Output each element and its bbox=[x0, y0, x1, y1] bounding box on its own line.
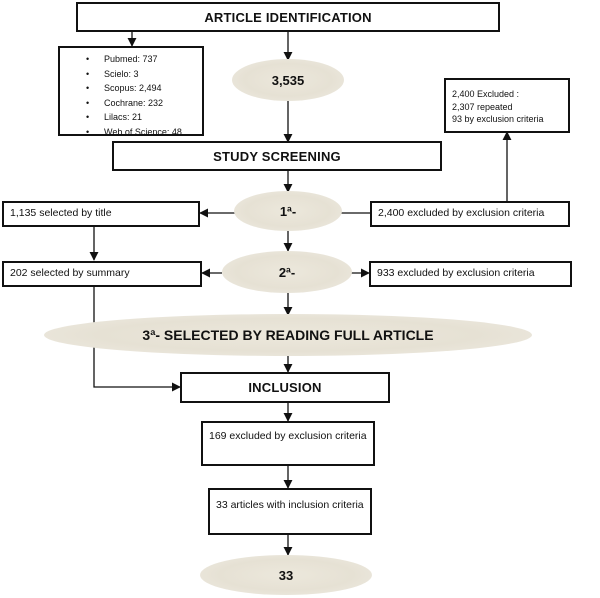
stage2-label: 2ª- bbox=[278, 264, 296, 280]
stage2-oval: 2ª- bbox=[222, 251, 352, 293]
excluded-stage2-label: 933 excluded by exclusion criteria bbox=[377, 267, 535, 279]
excluded-inclusion-box: 169 excluded by exclusion criteria bbox=[201, 421, 375, 466]
study-screening-label: STUDY SCREENING bbox=[213, 148, 341, 164]
inclusion-label: INCLUSION bbox=[248, 380, 322, 395]
included-articles-label: 33 articles with inclusion criteria bbox=[216, 499, 364, 511]
final-label: 33 bbox=[278, 567, 294, 583]
excluded-summary-box: 2,400 Excluded : 2,307 repeated 93 by ex… bbox=[444, 78, 570, 133]
sources-box: Pubmed: 737 Scielo: 3 Scopus: 2,494 Coch… bbox=[58, 46, 204, 137]
excluded-summary-line: 2,307 repeated bbox=[452, 101, 513, 112]
excluded-stage1-box: 2,400 excluded by exclusion criteria bbox=[370, 201, 570, 227]
stage1-oval: 1ª- bbox=[234, 191, 342, 231]
sources-list: Pubmed: 737 Scielo: 3 Scopus: 2,494 Coch… bbox=[82, 52, 196, 140]
arrow-summary-to-inclusion bbox=[93, 285, 181, 392]
article-identification-box: ARTICLE IDENTIFICATION bbox=[76, 2, 500, 32]
excluded-stage2-box: 933 excluded by exclusion criteria bbox=[369, 261, 572, 287]
article-identification-label: ARTICLE IDENTIFICATION bbox=[204, 9, 372, 25]
source-item: Web of Science: 48 bbox=[82, 125, 196, 140]
selected-summary-box: 202 selected by summary bbox=[2, 261, 202, 287]
inclusion-box: INCLUSION bbox=[180, 372, 390, 403]
stage1-label: 1ª- bbox=[279, 203, 297, 219]
final-oval: 33 bbox=[200, 555, 372, 595]
included-articles-box: 33 articles with inclusion criteria bbox=[208, 488, 372, 535]
stage3-oval: 3ª- SELECTED BY READING FULL ARTICLE bbox=[44, 314, 532, 356]
excluded-summary-line: 2,400 Excluded : bbox=[452, 89, 520, 99]
excluded-summary-line: 93 by exclusion criteria bbox=[452, 114, 544, 124]
stage3-label: 3ª- SELECTED BY READING FULL ARTICLE bbox=[142, 327, 434, 343]
selected-summary-label: 202 selected by summary bbox=[10, 267, 130, 279]
total-oval: 3,535 bbox=[232, 59, 344, 101]
source-item: Pubmed: 737 bbox=[82, 52, 196, 67]
source-item: Scielo: 3 bbox=[82, 67, 196, 82]
study-screening-box: STUDY SCREENING bbox=[112, 141, 442, 171]
excluded-stage1-label: 2,400 excluded by exclusion criteria bbox=[378, 207, 545, 219]
source-item: Scopus: 2,494 bbox=[82, 81, 196, 96]
selected-title-box: 1,135 selected by title bbox=[2, 201, 200, 227]
excluded-inclusion-label: 169 excluded by exclusion criteria bbox=[209, 430, 367, 442]
source-item: Cochrane: 232 bbox=[82, 96, 196, 111]
selected-title-label: 1,135 selected by title bbox=[10, 207, 112, 219]
total-label: 3,535 bbox=[271, 72, 305, 88]
source-item: Lilacs: 21 bbox=[82, 110, 196, 125]
